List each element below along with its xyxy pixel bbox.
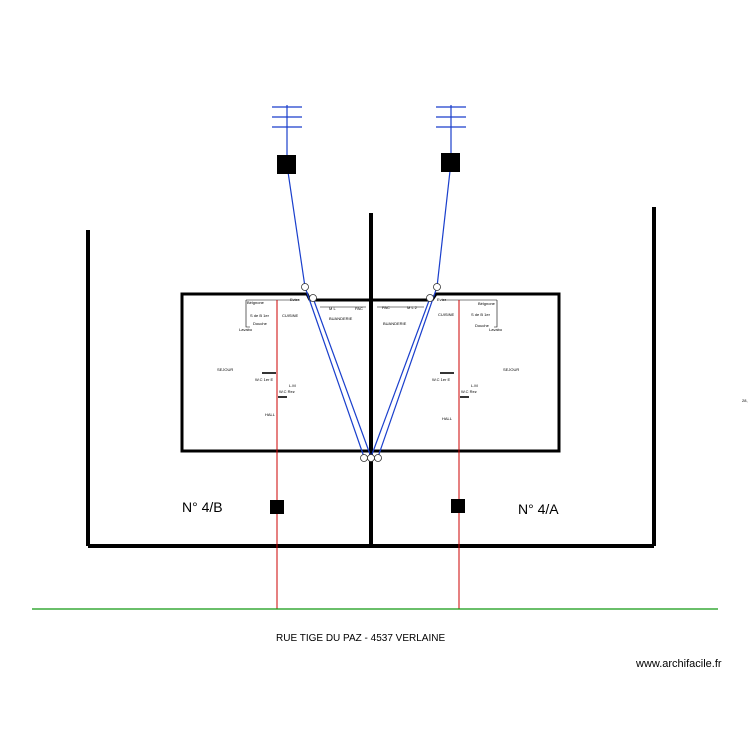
amplifier-box-left [277,155,296,174]
label-wc1-left: W.C 1er E [255,377,274,382]
connector-bottom-1 [360,454,368,462]
outer-walls [86,207,656,548]
label-belgrome-right: Bélgnone [478,301,496,306]
street-name: RUE TIGE DU PAZ - 4537 VERLAINE [276,633,445,644]
label-evier-left: Evier [290,297,300,302]
label-ml-left: M L [329,306,336,311]
label-sdb-right: S de B 1er [471,312,491,317]
connector-top-left-2 [309,294,317,302]
label-ml-right: M L 2 [407,305,418,310]
antenna-icon-left [272,106,302,128]
label-hall-right: HALL [442,416,453,421]
label-cuisine-right: CUISINE [438,312,455,317]
antenna-cables [286,105,452,458]
label-evier-right: Evier [437,297,447,302]
left-partitions [245,299,366,328]
label-sdb-left: S de B 1er [250,313,270,318]
label-sejour-right: SEJOUR [503,367,519,372]
right-partitions [377,299,498,328]
label-lavabo-right: Lavabo [489,327,503,332]
label-buanderie-right: BUANDERIE [383,321,407,326]
unit-number-left: N° 4/B [182,499,223,515]
fixture-marks [262,372,469,398]
amplifier-box-right [441,153,460,172]
connector-bottom-3 [374,454,382,462]
connector-top-right-1 [433,283,441,291]
unit-number-right: N° 4/A [518,501,559,517]
label-wcrez-right: W.C Rez [461,389,477,394]
edge-text-fragment: 28, [742,398,748,403]
label-hall-left: HALL [265,412,276,417]
connector-top-left-1 [301,283,309,291]
label-pac-left: PAC [355,306,363,311]
antenna-icon-right [436,106,466,128]
label-buanderie-left: BUANDERIE [329,316,353,321]
connectors [301,283,441,462]
label-belgrome-left: Bélgnone [247,300,265,305]
inner-floor-top-left [180,292,561,453]
label-wc1-right: W.C 1er E [432,377,451,382]
label-lm-left: L.M [289,383,296,388]
label-wcrez-left: W.C Rez [279,389,295,394]
label-lavabo-left: Lavabo [239,327,253,332]
label-douche-left: Douche [253,321,268,326]
inner-floor-outline [180,292,561,453]
meter-box-left [270,500,284,514]
watermark: www.archifacile.fr [635,658,722,670]
label-douche-right: Douche [475,323,490,328]
label-lm-right: L.M [471,383,478,388]
label-cuisine-left: CUISINE [282,313,299,318]
label-sejour-left: SEJOUR [217,367,233,372]
connector-top-right-2 [426,294,434,302]
water-lines [276,300,460,609]
label-pac-right: PAC [382,305,390,310]
meter-box-right [451,499,465,513]
connector-bottom-2 [367,454,375,462]
